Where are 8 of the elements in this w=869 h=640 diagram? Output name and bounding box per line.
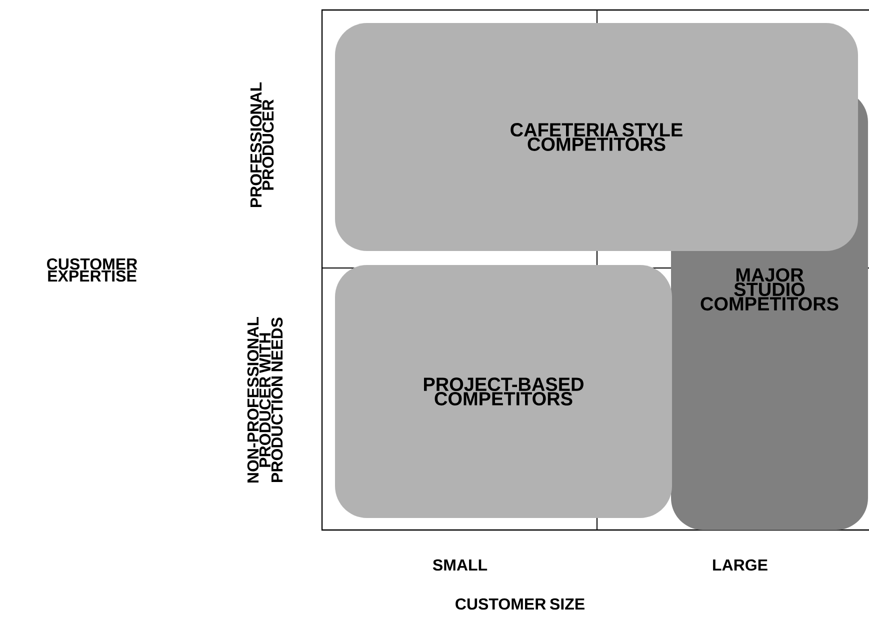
competitor-box: CAFETERIA STYLE COMPETITORS: [335, 23, 858, 251]
axis-label: LARGE: [713, 559, 768, 571]
axis-label: SMALL: [432, 559, 488, 571]
competitor-box: PROJECT-BASED COMPETITORS: [335, 265, 672, 518]
axis-label: CUSTOMER SIZE: [456, 598, 584, 610]
axis-label: PROFESSIONAL PRODUCER: [250, 82, 274, 208]
axis-label: NON-PROFESSIONAL PRODUCER WITH PRODUCTION NEEDS: [247, 316, 283, 482]
axis-label: CUSTOMER EXPERTISE: [47, 258, 138, 282]
